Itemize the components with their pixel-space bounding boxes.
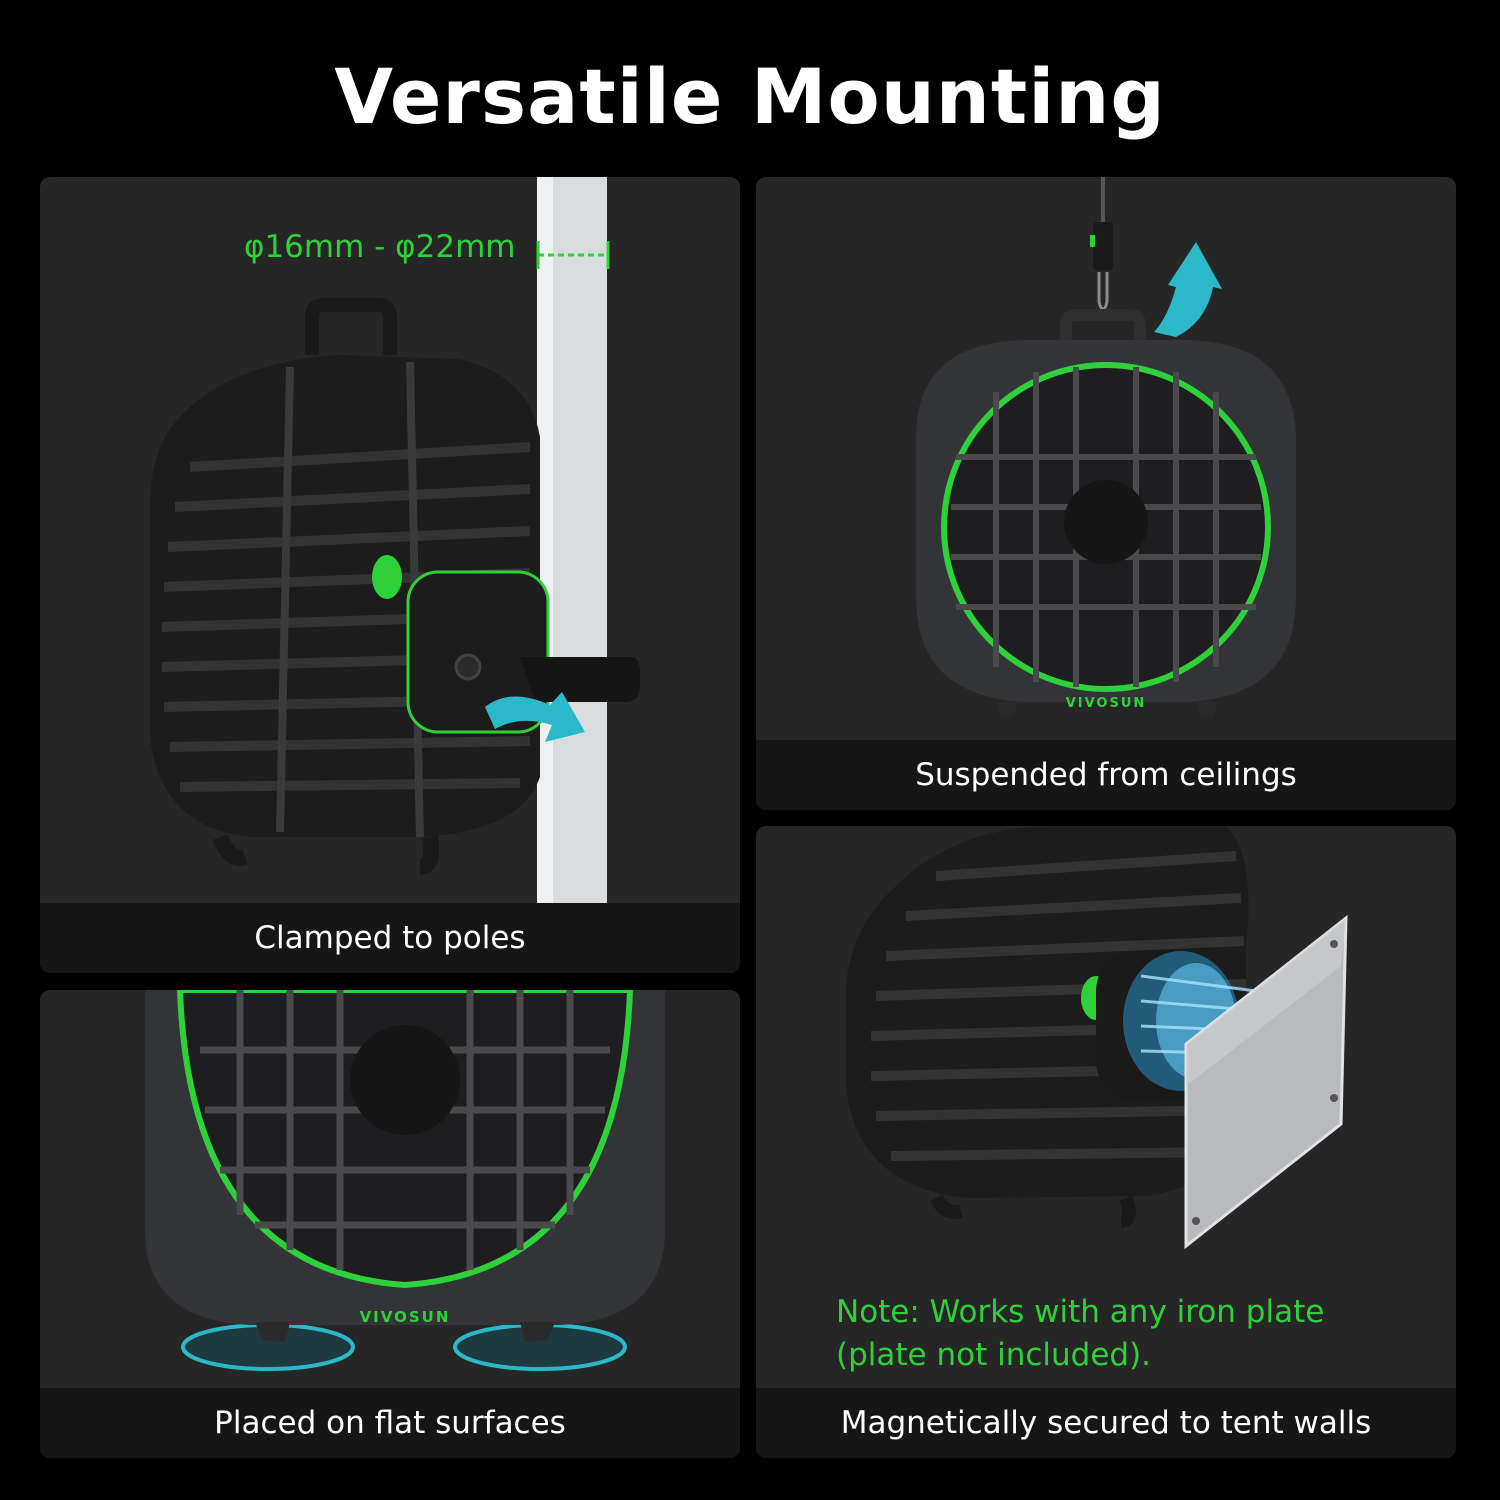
panel-ceiling: VIVOSUN Suspended from ceilings: [756, 177, 1456, 810]
panel-flat-surface: VIVOSUN Placed on flat surfaces: [40, 990, 740, 1458]
power-button: [372, 555, 402, 599]
pole-diameter-label: φ16mm - φ22mm: [244, 229, 516, 265]
caption-magnetic: Magnetically secured to tent walls: [756, 1388, 1456, 1458]
pole-clamp: [406, 570, 640, 734]
fan-standing: VIVOSUN: [145, 990, 665, 1342]
brand-logo-ceiling: VIVOSUN: [1066, 696, 1147, 711]
caption-ceiling: Suspended from ceilings: [756, 740, 1456, 810]
brand-logo-flat: VIVOSUN: [360, 1308, 451, 1326]
rotate-arrow-icon: [485, 692, 585, 742]
panel-magnetic: Note: Works with any iron plate (plate n…: [756, 826, 1456, 1458]
pole-clamp-illustration: [150, 177, 640, 903]
iron-plate: [1184, 914, 1348, 1250]
page-title: Versatile Mounting: [334, 52, 1166, 141]
fan-handle: [305, 298, 397, 355]
fan-side: [846, 826, 1249, 1228]
caption-flat: Placed on flat surfaces: [40, 1388, 740, 1458]
panel-pole-clamp: φ16mm - φ22mm Clamped to poles: [40, 177, 740, 973]
magnet-note: Note: Works with any iron plate (plate n…: [836, 1291, 1324, 1377]
fan-front: VIVOSUN: [916, 340, 1296, 717]
up-arrow-icon: [1154, 242, 1222, 337]
ceiling-illustration: VIVOSUN: [916, 177, 1296, 717]
magnetic-illustration: [846, 826, 1348, 1250]
caption-pole: Clamped to poles: [40, 903, 740, 973]
hook: [1093, 222, 1113, 270]
note-line-1: Note: Works with any iron plate: [836, 1294, 1325, 1330]
note-line-2: (plate not included).: [836, 1337, 1152, 1373]
flat-surface-illustration: VIVOSUN: [145, 990, 665, 1371]
